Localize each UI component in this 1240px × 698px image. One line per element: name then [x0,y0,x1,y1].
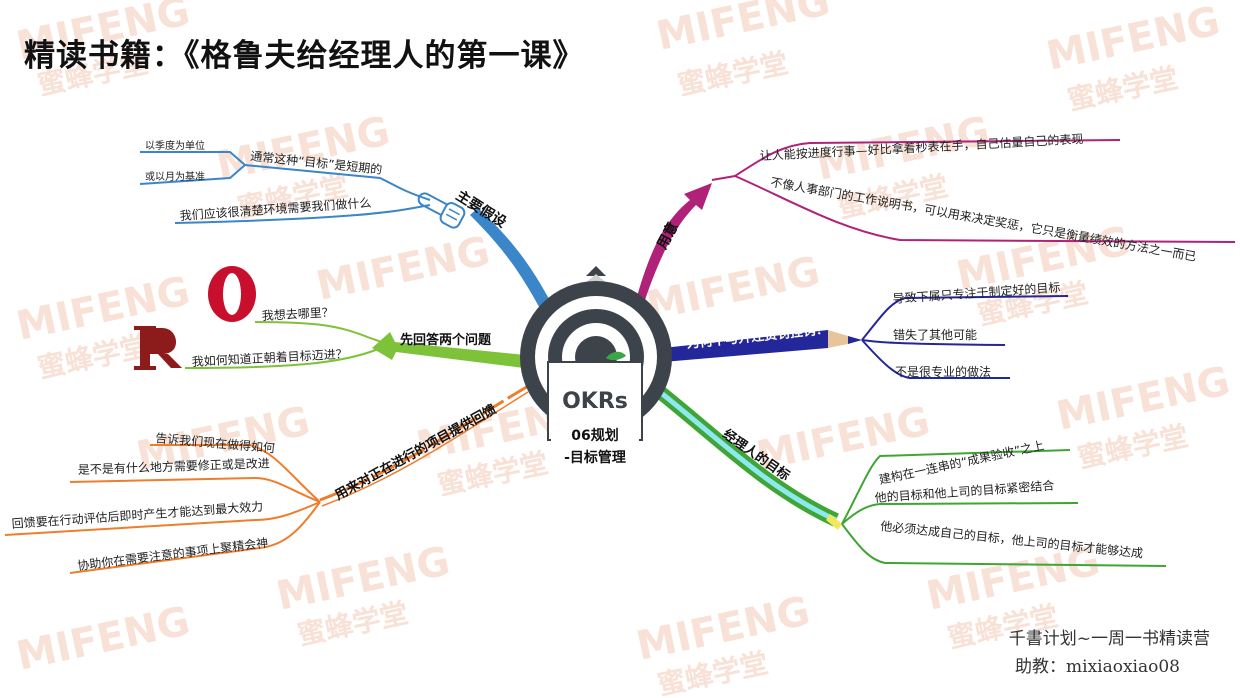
branch-feedback-stem [321,391,529,507]
branch-assumptions-stem [470,208,556,318]
watermark-cn: 蜜蜂学堂 [675,46,791,102]
pencil-point-icon [848,336,862,344]
connector-line [139,164,246,185]
rk-logo-icon [134,326,182,370]
connector-line [254,321,391,346]
center-caption-line1: 06规划 [571,427,618,444]
center-node: OKRs 06规划 -目标管理 [520,266,672,472]
connector-line [174,204,431,224]
connector-line [841,502,1079,525]
branch-two-questions: 先回答两个问题 我想去哪里？ 我如何知道正朝着目标迈进？ [134,266,525,370]
connector-line [69,501,321,574]
center-caption-line2: -目标管理 [564,449,626,466]
connector-line [861,339,1006,346]
feedback-item: 协助你在需要注意的事项上聚精会神 [77,535,269,573]
opera-logo-icon [208,266,256,322]
branch-why-not-pencil [663,330,828,362]
center-logo-text: OKRs [562,389,628,414]
connector-line [4,501,321,536]
connector-line [69,476,321,503]
why-not-item: 错失了其他可能 [893,327,977,342]
pencil-tip-icon [828,330,848,348]
watermark-brand: MIFENG [643,248,824,330]
assumptions-sub-item: 或以月为基准 [145,170,205,183]
footer-line1: 千書计划~一周一书精读营 [1008,629,1210,649]
connector-line [711,139,1121,181]
branch-two-questions-label: 先回答两个问题 [400,332,492,348]
center-caption-box [551,420,639,472]
connector-line [184,344,391,369]
connector-line [150,444,321,503]
watermark-brand: MIFENG [653,0,834,60]
assumptions-sub-item: 以季度为单位 [145,139,205,152]
leaf-icon [606,351,626,361]
two-questions-item: 我想去哪里？ [261,304,334,323]
branch-feedback-stem [319,383,531,502]
page-title: 精读书籍：《格鲁夫给经理人的第一课》 [24,38,585,74]
why-not-item: 不是很专业的做法 [895,364,991,379]
footer-line2: 助教：mixiaoxiao08 [1015,657,1180,677]
branch-manager-goals-stem [658,390,838,523]
manager-goals-item: 他必须达成自己的目标，他上司的目标才能够达成 [880,518,1144,561]
connector-line [861,339,1010,379]
watermark-brand: MIFENG [313,228,494,310]
branch-two-questions-arrow [372,332,525,368]
feedback-item: 是不是有什么地方需要修正或是改进 [78,455,270,477]
pointing-hand-icon [417,192,466,229]
watermark-brand: MIFENG [13,598,194,680]
connector-line [861,295,1069,341]
pin-top-icon [586,266,606,276]
watermark-brand: MIFENG [1043,0,1224,80]
connector-line [841,449,1071,525]
connector-line [140,151,431,201]
branch-usage-arrow [636,183,712,303]
connector-line [734,175,1236,243]
connector-line [841,523,1167,567]
branch-manager-goals-tip [826,514,842,530]
